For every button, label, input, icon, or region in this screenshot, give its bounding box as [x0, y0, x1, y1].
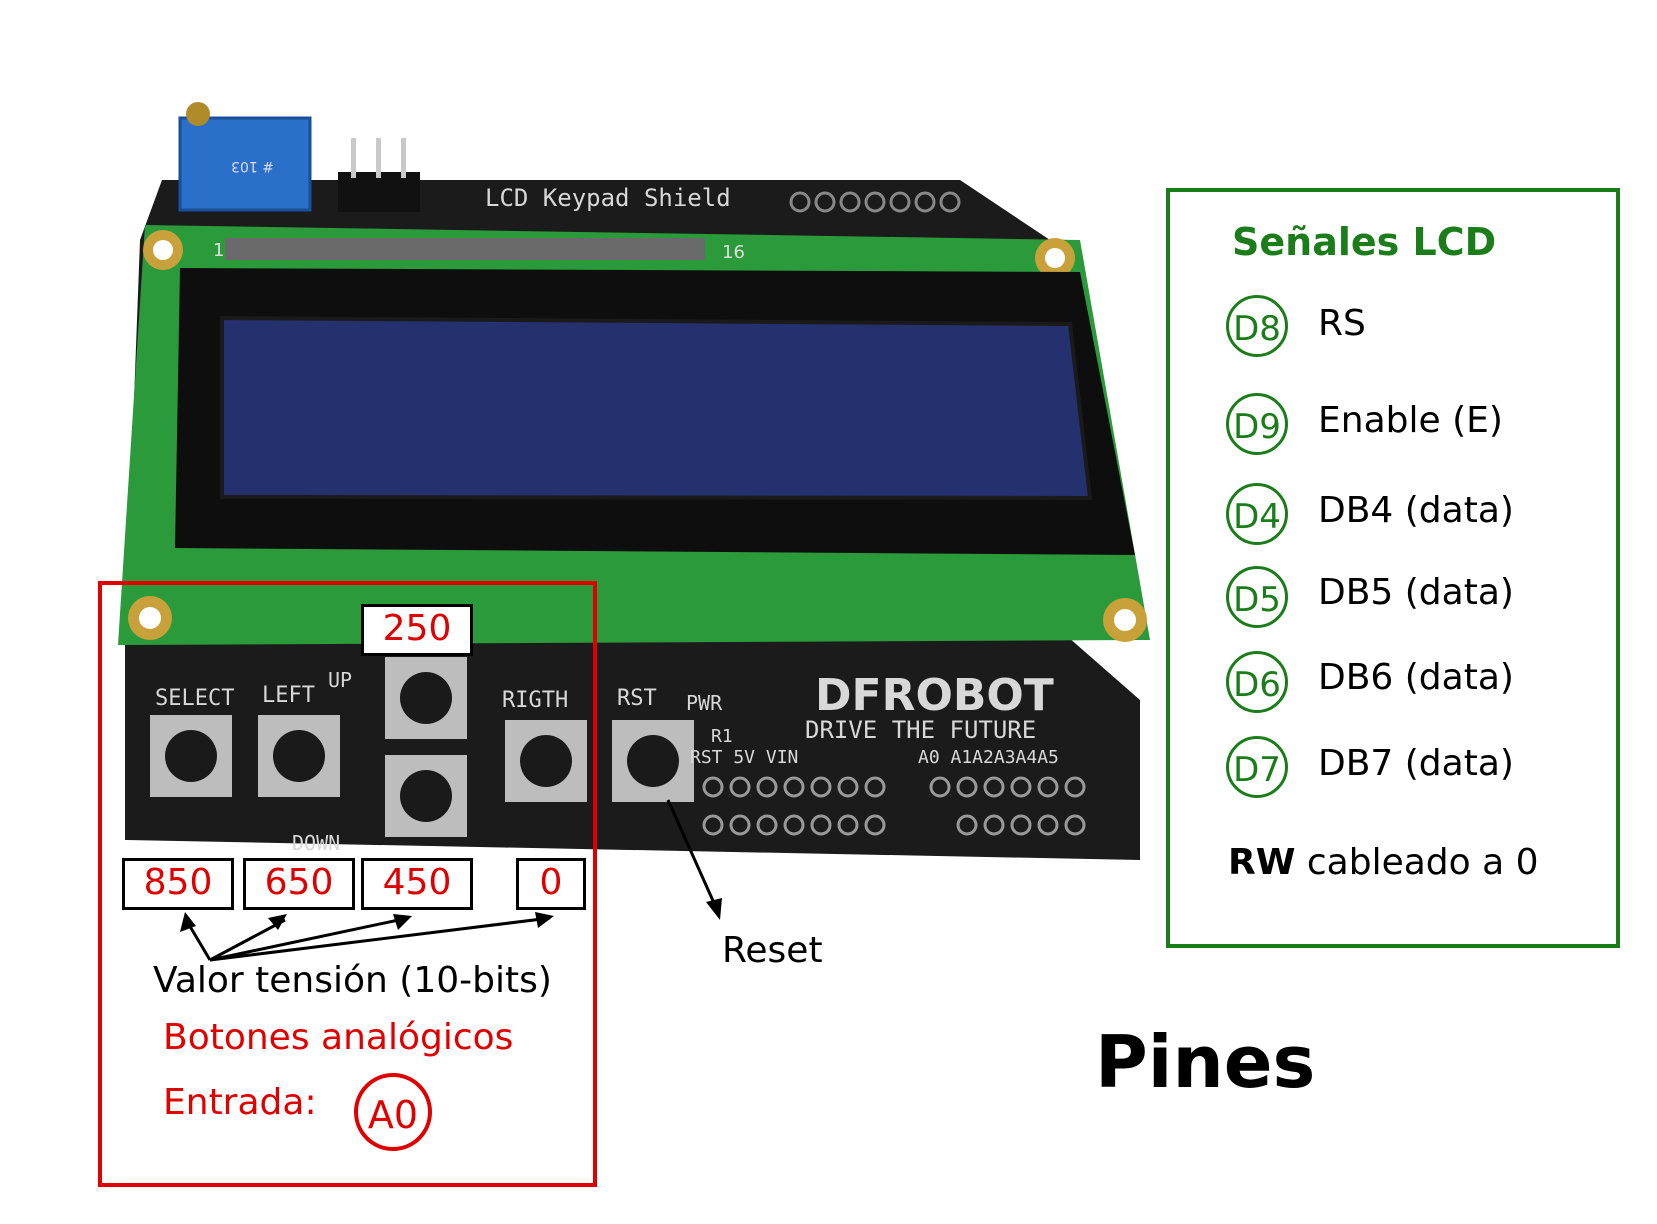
bottom-header-holes	[702, 776, 1086, 836]
pin-d7: D7	[1226, 736, 1288, 798]
mounting-holes	[128, 230, 1147, 642]
silk-left: LEFT	[262, 683, 315, 708]
analog-buttons-label: Botones analógicos	[163, 1017, 514, 1058]
input-label: Entrada:	[163, 1082, 317, 1123]
pin-d8: D8	[1226, 295, 1288, 357]
pin16-label: 16	[722, 242, 745, 263]
pin-d5: D5	[1226, 566, 1288, 628]
shield-title-silk: LCD Keypad Shield	[485, 184, 731, 212]
keypad-buttons	[150, 657, 694, 837]
value-box-left: 650	[243, 858, 355, 910]
svg-text:# 103: # 103	[231, 158, 274, 174]
lcd-screen	[220, 315, 1093, 501]
pin1-label: 1	[213, 240, 224, 261]
rw-note: RW cableado a 0	[1228, 842, 1539, 883]
signal-db4: DB4 (data)	[1318, 490, 1514, 531]
value-box-up: 250	[361, 604, 473, 656]
silk-rst: RST	[617, 686, 657, 711]
pines-title: Pines	[1095, 1020, 1316, 1104]
pin-d4: D4	[1226, 483, 1288, 545]
silk-down: DOWN	[292, 831, 340, 855]
signal-rs: RS	[1318, 303, 1366, 344]
silk-analog-row: A0 A1A2A3A4A5	[918, 747, 1059, 768]
signal-db6: DB6 (data)	[1318, 657, 1514, 698]
signal-db7: DB7 (data)	[1318, 743, 1514, 784]
value-box-select: 850	[122, 858, 234, 910]
rw-rest: cableado a 0	[1295, 842, 1539, 883]
lcd-signals-frame	[1166, 188, 1620, 948]
pin-d9: D9	[1226, 393, 1288, 455]
brand-slogan: DRIVE THE FUTURE	[805, 716, 1036, 744]
pin-d6: D6	[1226, 651, 1288, 713]
silk-select: SELECT	[155, 686, 234, 711]
value-box-right: 0	[516, 858, 586, 910]
voltage-label: Valor tensión (10-bits)	[153, 960, 552, 1001]
voltage-arrows	[183, 799, 720, 962]
rw-bold: RW	[1228, 842, 1296, 883]
pin-header-3	[338, 138, 420, 212]
silk-pwr: PWR	[686, 691, 723, 715]
top-header-holes	[789, 191, 961, 213]
arrow-heads	[180, 898, 722, 932]
brand-logo: DFROBOT	[815, 670, 1054, 721]
value-box-down: 450	[361, 858, 473, 910]
silk-r1: R1	[711, 726, 733, 747]
lcd-signals-title: Señales LCD	[1232, 220, 1497, 264]
potentiometer: # 103	[178, 102, 312, 212]
analog-buttons-frame	[98, 581, 597, 1187]
silk-power-row: RST 5V VIN	[690, 747, 798, 768]
input-pin-a0: A0	[354, 1073, 432, 1151]
reset-label: Reset	[722, 930, 823, 971]
signal-db5: DB5 (data)	[1318, 572, 1514, 613]
lcd-pin-row	[225, 238, 705, 260]
silk-up: UP	[328, 668, 352, 692]
silk-right: RIGTH	[502, 688, 568, 713]
signal-enable: Enable (E)	[1318, 400, 1503, 441]
